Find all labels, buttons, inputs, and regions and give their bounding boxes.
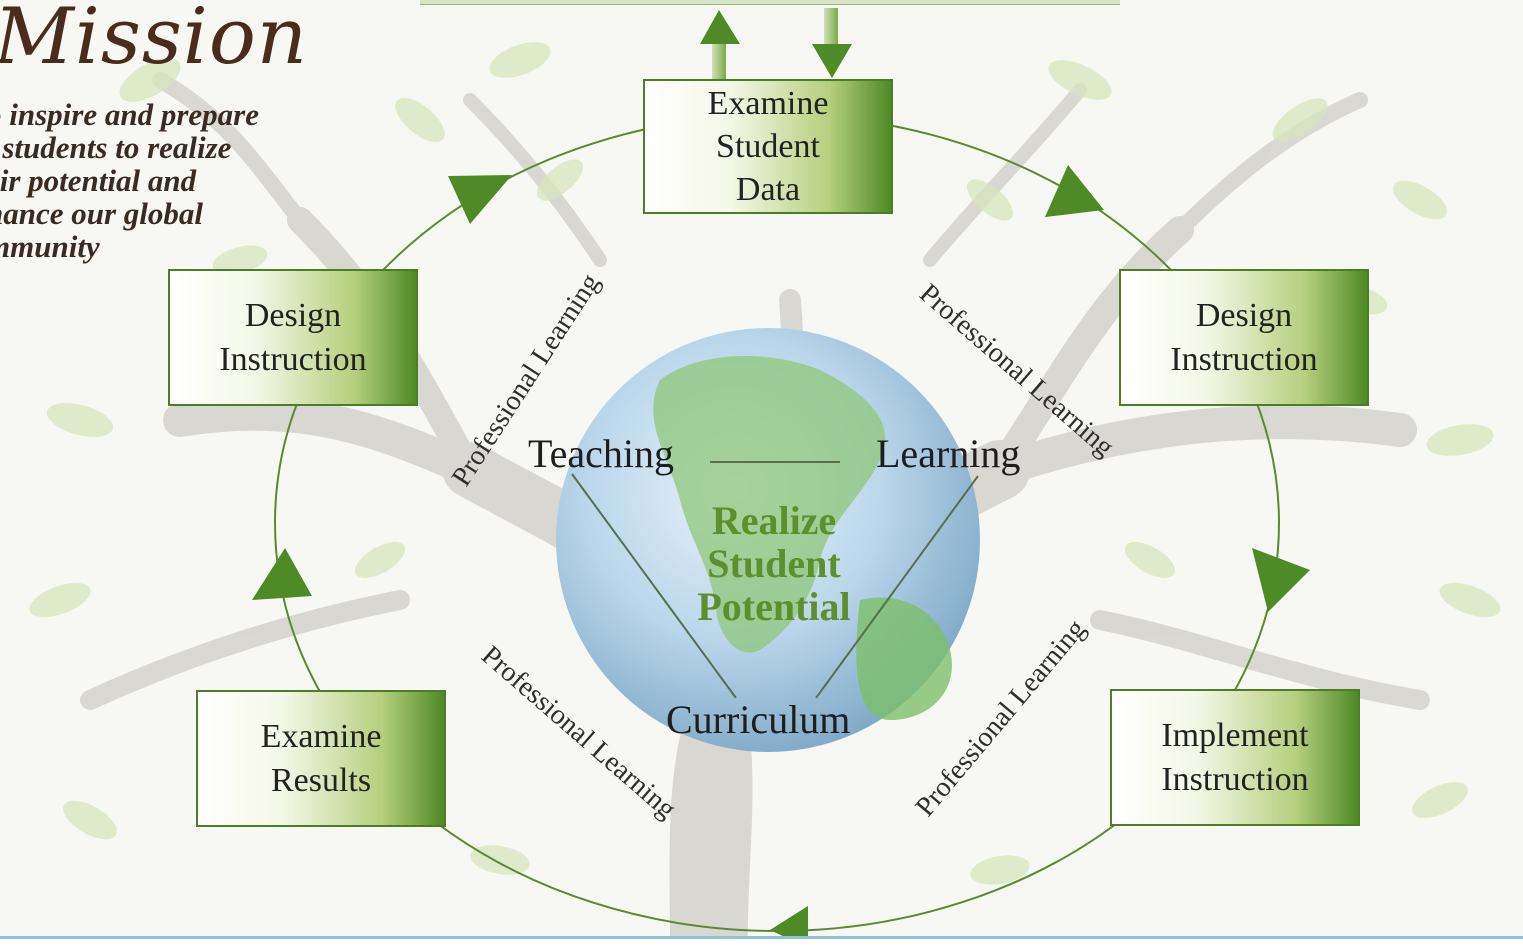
arrow-left-icon	[252, 548, 312, 600]
tree-leaves	[29, 42, 1501, 885]
label-learning: Learning	[876, 431, 1020, 476]
mission-statement: o inspire and prepare l students to real…	[0, 98, 326, 263]
cycle-arrows	[252, 165, 1310, 948]
label-teaching: Teaching	[528, 431, 674, 476]
globe	[556, 328, 980, 752]
box-implement-instruction: Implement Instruction	[1110, 689, 1360, 826]
globe-continent-south	[856, 597, 952, 720]
box-design-instruction-right: Design Instruction	[1119, 269, 1369, 406]
bottom-rule	[0, 936, 1523, 939]
mission-line: hance our global	[0, 196, 204, 231]
arrow-down-icon	[812, 44, 852, 78]
triangle-lines	[571, 461, 979, 699]
arrow-up-icon	[700, 10, 740, 44]
label-curriculum: Curriculum	[666, 697, 850, 742]
bottom-margin	[0, 939, 1523, 950]
box-examine-student-data: Examine Student Data	[643, 79, 893, 214]
mission-line: eir potential and	[0, 163, 197, 198]
center-line-2: Student	[707, 541, 841, 586]
box-examine-results: Examine Results	[196, 690, 446, 827]
top-arrows	[700, 8, 852, 80]
center-line-3: Potential	[697, 584, 850, 629]
arrow-top-right-icon	[1045, 165, 1104, 217]
center-line-1: Realize	[712, 498, 836, 543]
top-frame-edge	[420, 0, 1120, 5]
arrow-top-left-icon	[448, 175, 512, 224]
box-design-instruction-left: Design Instruction	[168, 269, 418, 406]
mission-line: o inspire and prepare	[0, 97, 259, 132]
globe-continent	[653, 356, 886, 653]
mission-line: l students to realize	[0, 130, 232, 165]
mission-title: Mission	[0, 0, 309, 82]
mission-line: mmunity	[0, 229, 100, 264]
arrow-right-icon	[1252, 548, 1310, 612]
